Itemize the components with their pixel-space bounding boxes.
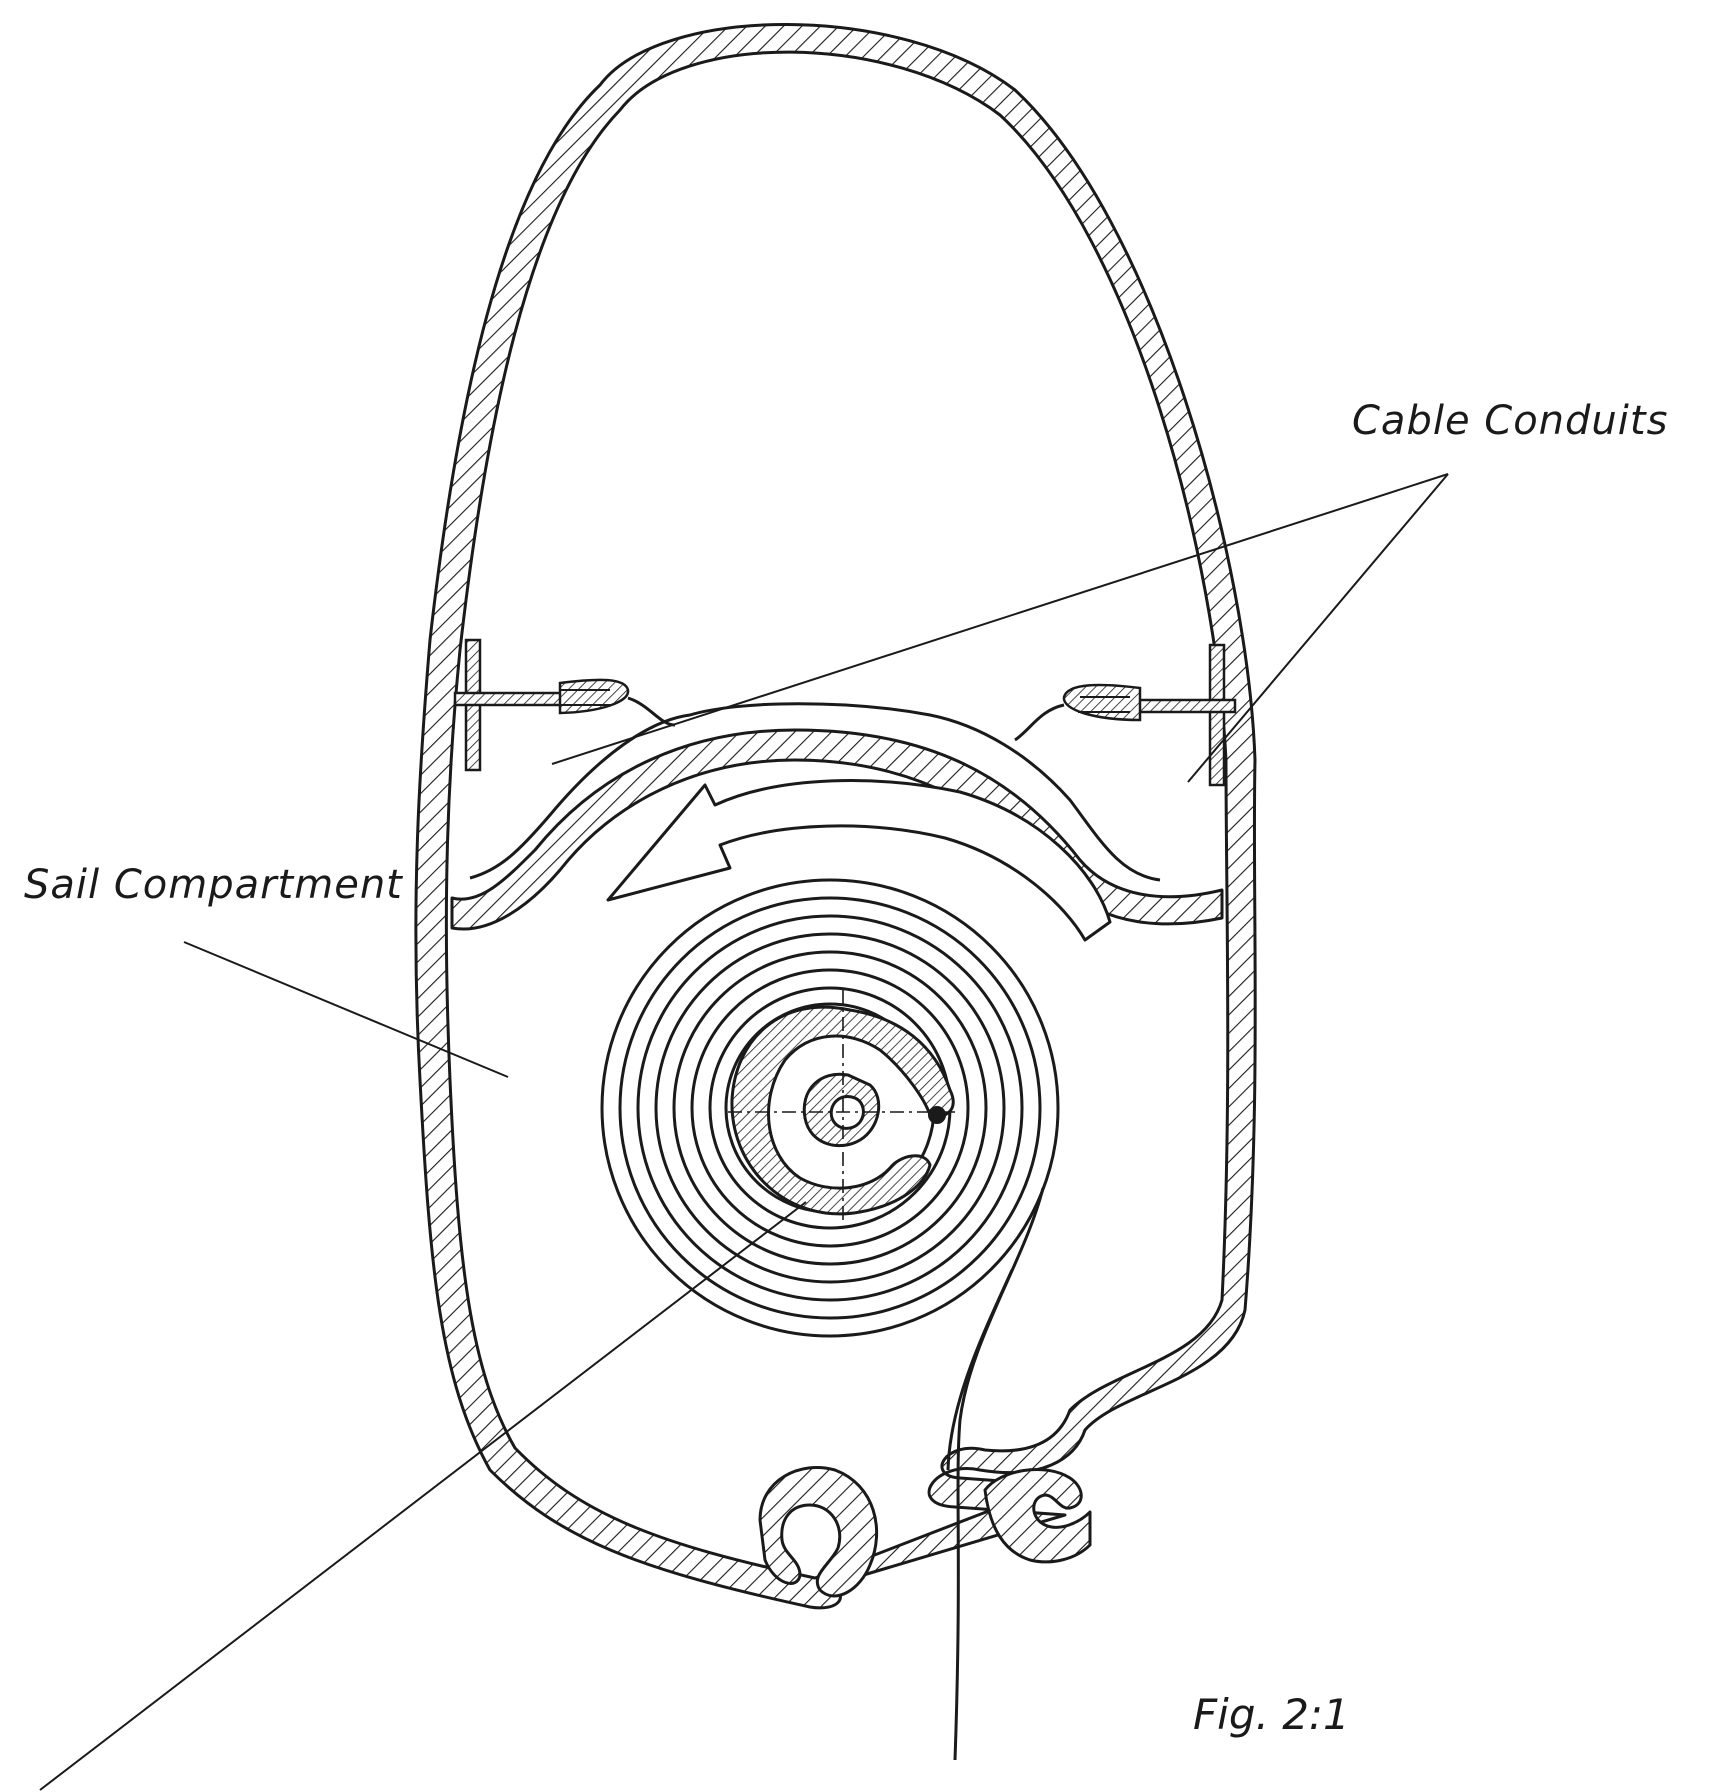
mast-wall [414,23,1257,1610]
figure-caption: Fig. 2:1 [1193,1690,1350,1739]
left-conduit [453,638,676,772]
sail-compartment-label: Sail Compartment [24,862,403,908]
sail-leech [953,1187,1045,1761]
slot-lip-right [983,1467,1092,1564]
sail-roll [600,878,1060,1338]
right-conduit [1014,643,1237,787]
cable-conduits-label: Cable Conduits [1352,398,1669,444]
partition-crest [469,702,1161,882]
rotation-arrow [606,779,1112,942]
slot-lip-left [758,1465,878,1598]
sail-luff [946,1269,1014,1471]
partition-web [450,728,1224,931]
leader-lines [39,473,1449,1791]
furling-mandrel [728,990,955,1225]
